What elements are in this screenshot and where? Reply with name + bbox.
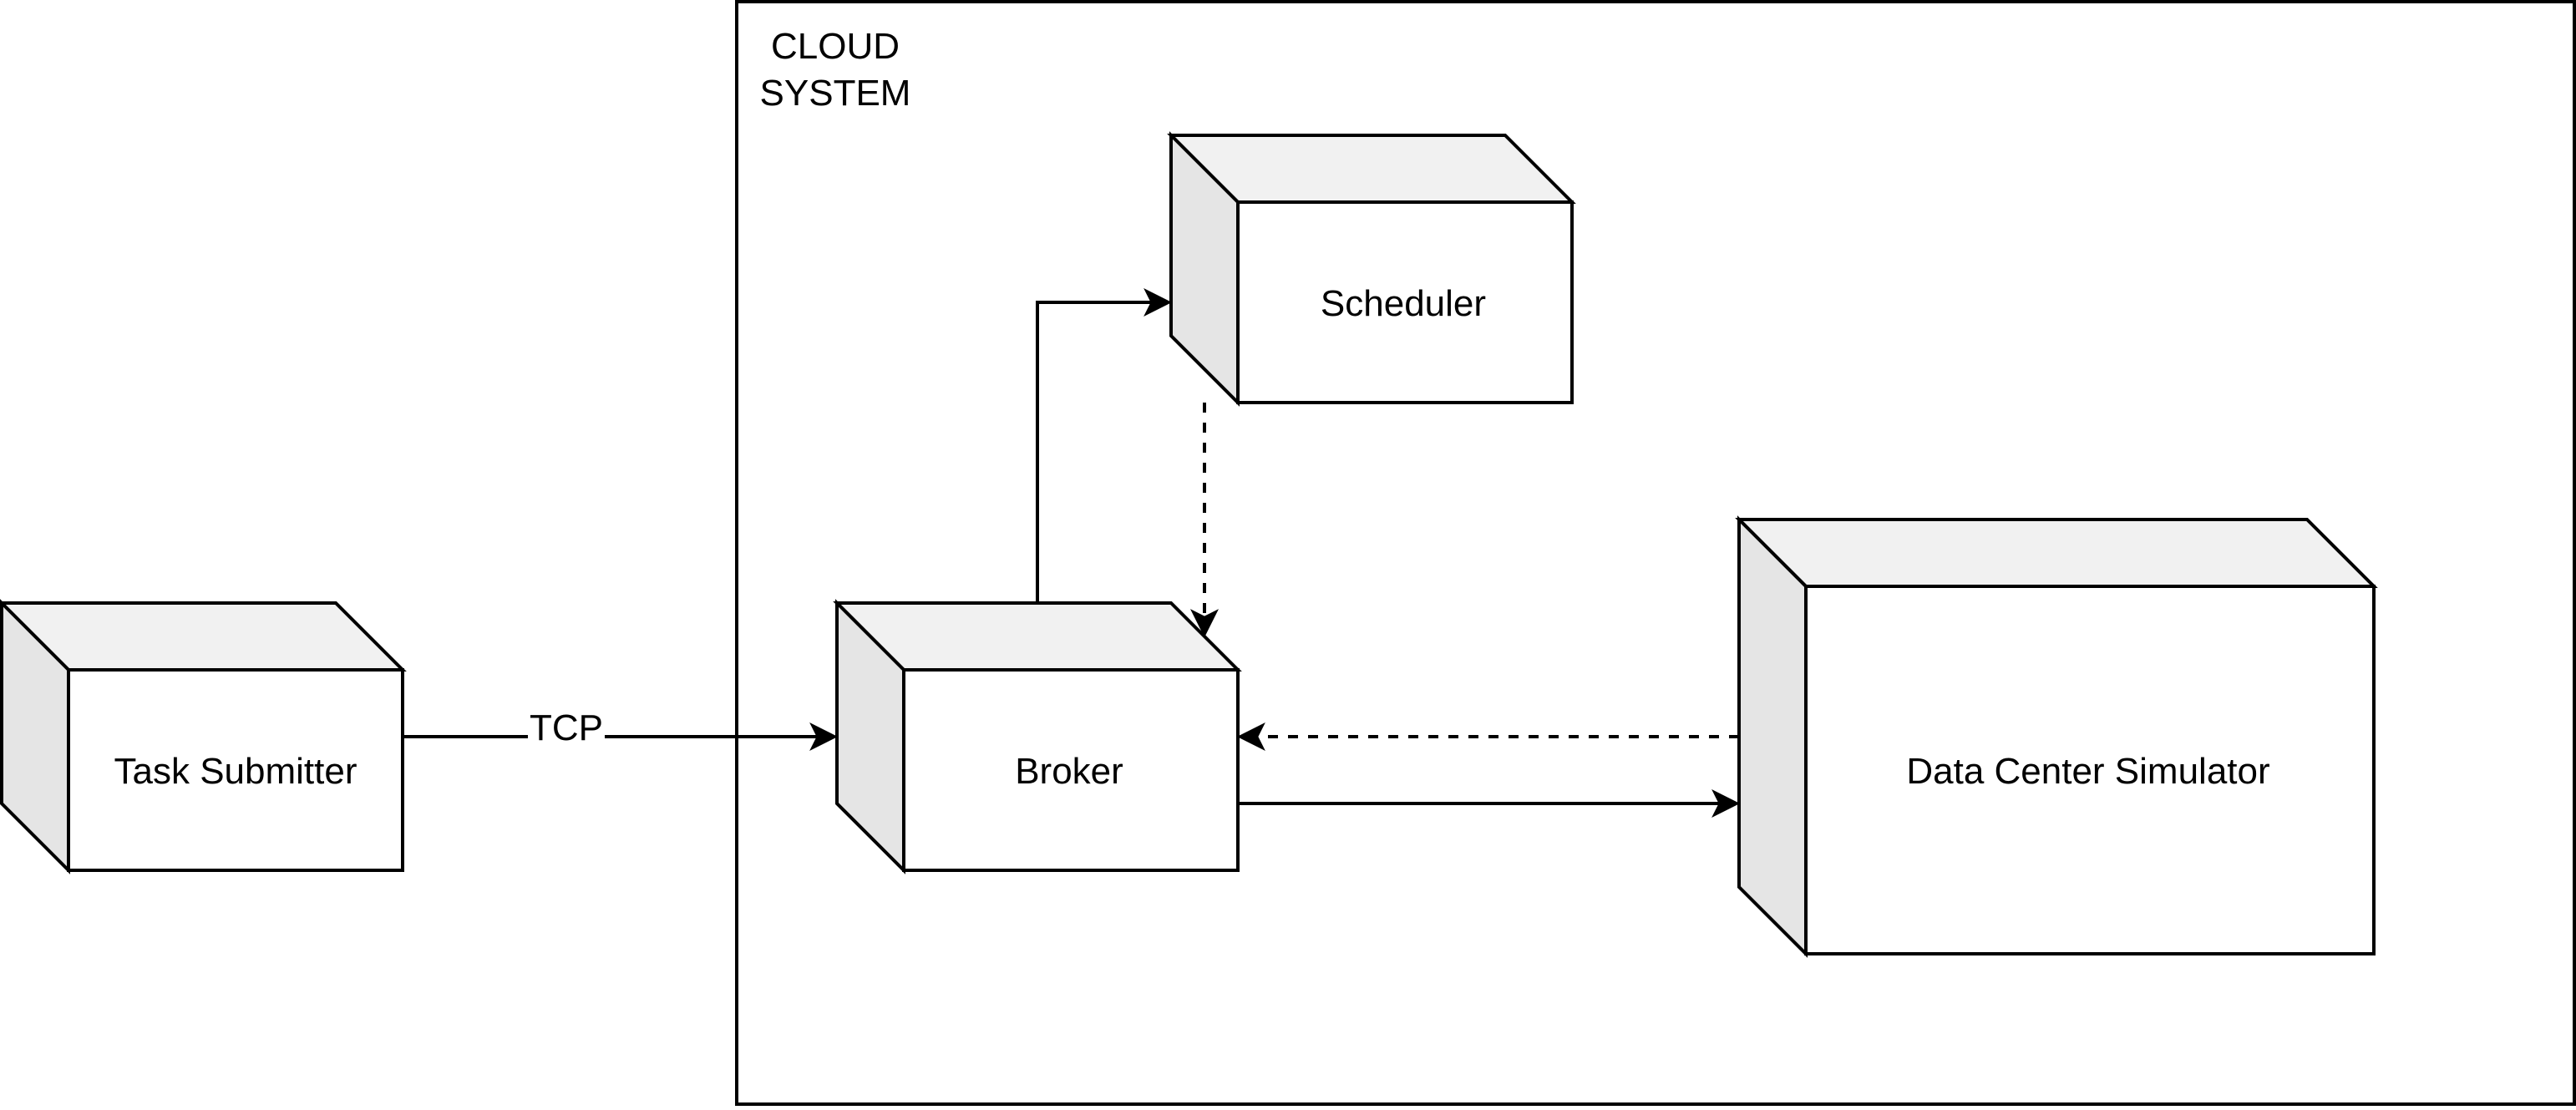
node-data-center-simulator[interactable]: Data Center Simulator — [1735, 515, 2378, 958]
node-broker[interactable]: Broker — [833, 599, 1242, 874]
edge-task-submitter-to-broker: TCP — [403, 707, 839, 752]
cloud-system-border — [735, 0, 2576, 1106]
tcp-label-background — [528, 712, 605, 752]
data-center-simulator-top-face — [1735, 518, 2378, 588]
task-submitter-top-face — [0, 601, 407, 672]
scheduler-front-face — [1236, 200, 1574, 404]
cloud-system-label-line2: SYSTEM — [760, 73, 911, 114]
data-center-simulator-front-face — [1804, 585, 2376, 955]
broker-top-face — [833, 601, 1242, 672]
broker-label: Broker — [1015, 751, 1123, 792]
cloud-system-label-line1: CLOUD — [771, 26, 900, 67]
task-submitter-label: Task Submitter — [114, 751, 357, 792]
scheduler-label: Scheduler — [1321, 283, 1486, 324]
node-task-submitter[interactable]: Task Submitter — [0, 599, 407, 874]
tcp-label: TCP — [530, 707, 603, 748]
cloud-system-group: CLOUD SYSTEM — [735, 0, 2576, 1106]
edge-broker-to-scheduler — [1036, 288, 1173, 603]
broker-front-face — [902, 668, 1240, 872]
node-scheduler[interactable]: Scheduler — [1167, 131, 1576, 407]
data-center-simulator-label: Data Center Simulator — [1906, 751, 2269, 792]
task-submitter-front-face — [67, 668, 404, 872]
data-center-simulator-side-face — [1737, 515, 1808, 958]
scheduler-top-face — [1167, 134, 1576, 204]
